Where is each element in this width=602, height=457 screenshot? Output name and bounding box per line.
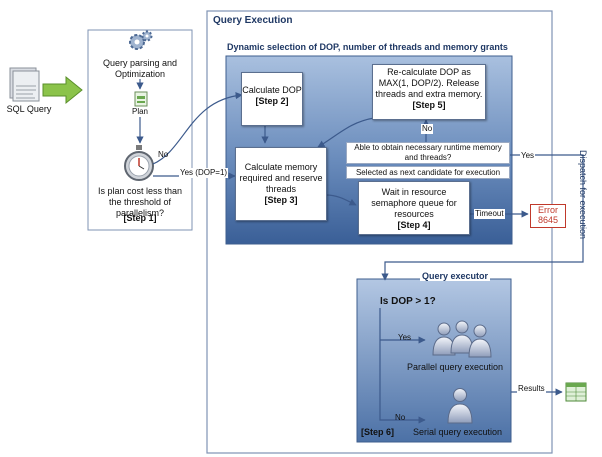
step6-label: [Step 6]	[361, 427, 395, 437]
step1-question: Is plan cost less than the threshold of …	[97, 186, 183, 218]
next-candidate-label: Selected as next candidate for execution	[346, 166, 510, 179]
parse-label: Query parsing and Optimization	[102, 58, 178, 79]
calculate-dop-label: Calculate DOP	[242, 85, 302, 95]
error-box: Error 8645	[530, 204, 566, 228]
dop-title: Dynamic selection of DOP, number of thre…	[227, 42, 508, 52]
executor-panel	[356, 278, 512, 443]
wait-semaphore-box: Wait in resource semaphore queue for res…	[358, 181, 470, 235]
sql-document-icon	[9, 67, 40, 102]
gears-icon	[129, 30, 153, 50]
recalculate-dop-box: Re-calculate DOP as MAX(1, DOP/2). Relea…	[372, 64, 486, 120]
yes-dop1-label: Yes (DOP=1)	[179, 168, 229, 178]
yes-label-parallel: Yes	[398, 333, 412, 342]
error-label: Error	[538, 205, 558, 215]
timeout-label: Timeout	[474, 209, 505, 219]
is-dop-question: Is DOP > 1?	[380, 296, 436, 307]
parallel-execution-label: Parallel query execution	[407, 362, 504, 372]
calculate-memory-label: Calculate memory required and reserve th…	[239, 162, 323, 194]
step2-label: [Step 2]	[255, 96, 289, 106]
step5-label: [Step 5]	[412, 100, 446, 110]
no-label-step1: No	[158, 150, 169, 159]
serial-execution-label: Serial query execution	[413, 427, 503, 437]
recalculate-dop-label: Re-calculate DOP as MAX(1, DOP/2). Relea…	[375, 67, 483, 99]
input-arrow	[42, 75, 83, 105]
plan-icon	[134, 91, 148, 107]
dispatch-label: Dispatch for execution	[578, 150, 588, 240]
calculate-dop-box: Calculate DOP [Step 2]	[241, 72, 303, 126]
wait-semaphore-label: Wait in resource semaphore queue for res…	[371, 187, 457, 219]
results-label: Results	[517, 384, 546, 394]
executor-title: Query executor	[420, 271, 491, 281]
results-table-icon	[565, 382, 587, 402]
step3-label: [Step 3]	[264, 195, 298, 205]
obtain-resources-question: Able to obtain necessary runtime memory …	[346, 142, 510, 164]
no-label-serial: No	[395, 413, 406, 422]
sql-query-label: SQL Query	[6, 104, 52, 114]
step4-label: [Step 4]	[397, 220, 431, 230]
no-label-obtain: No	[421, 124, 434, 134]
serial-worker-icon	[447, 388, 473, 424]
parallel-workers-icon	[432, 320, 492, 358]
plan-label: Plan	[131, 107, 148, 116]
step1-label: [Step 1]	[123, 213, 157, 223]
calculate-memory-box: Calculate memory required and reserve th…	[235, 147, 327, 221]
yes-label-dispatch: Yes	[520, 151, 536, 161]
stopwatch-icon	[124, 145, 154, 181]
query-execution-title: Query Execution	[213, 15, 293, 26]
error-code: 8645	[537, 215, 559, 225]
